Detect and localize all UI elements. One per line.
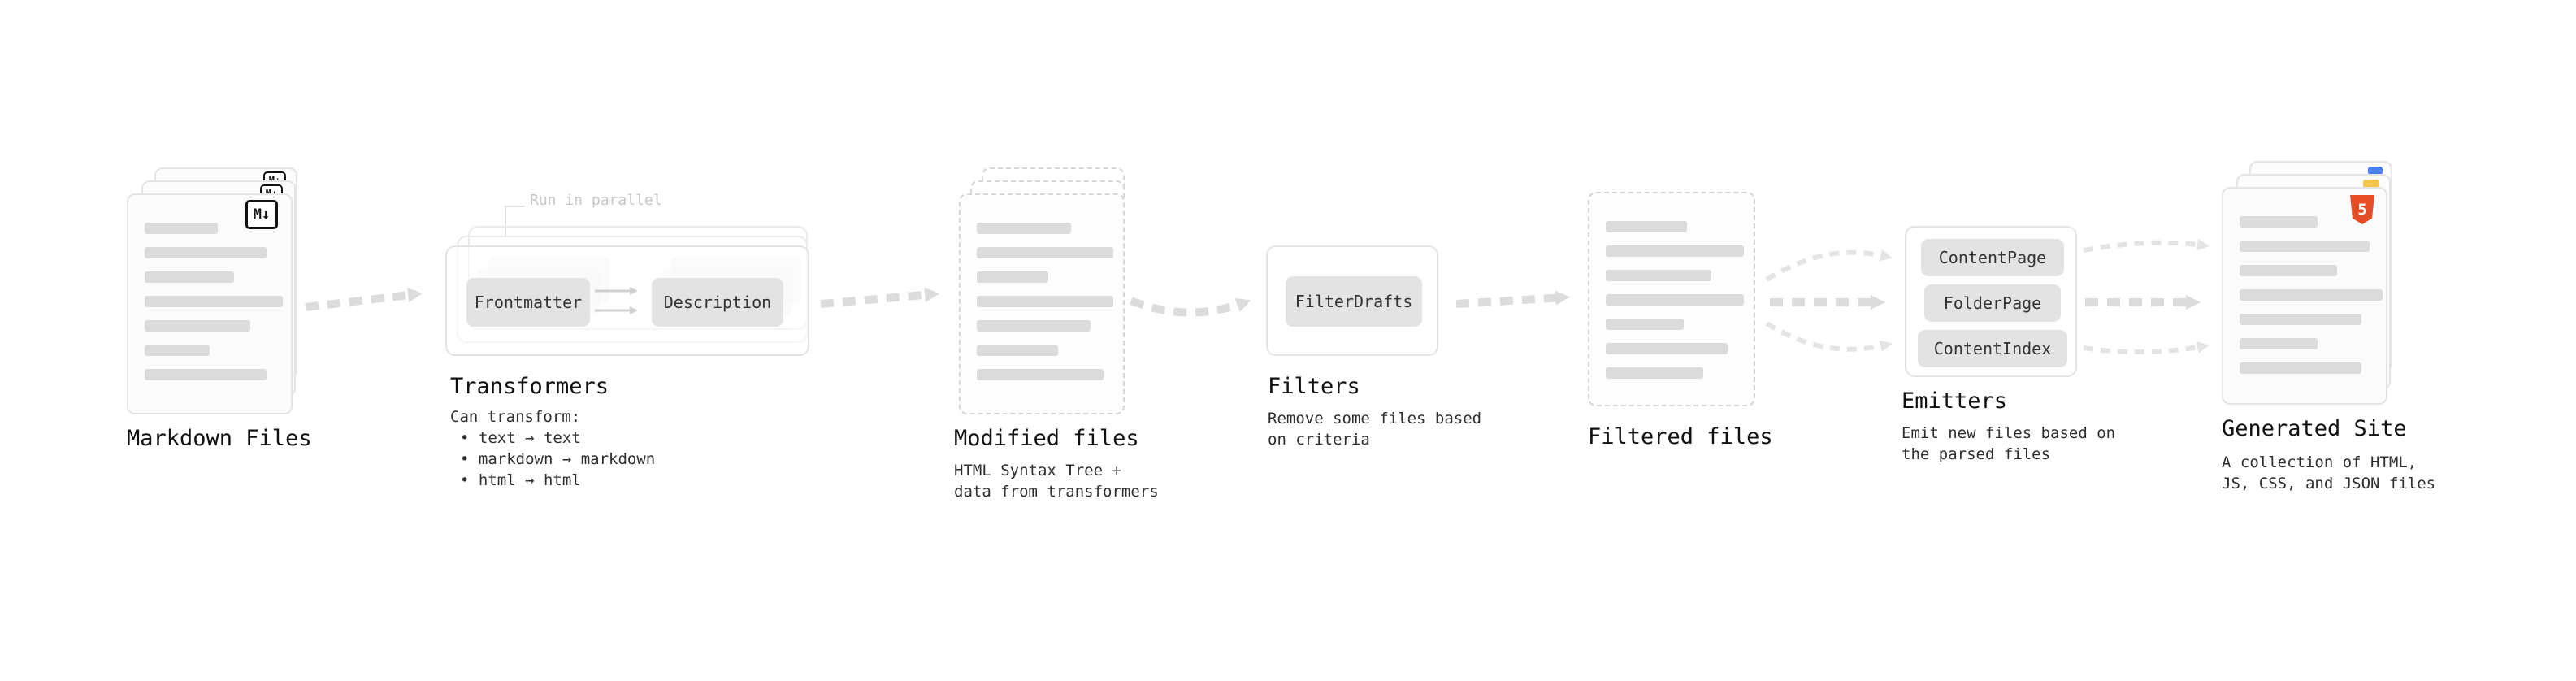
- transformers-description: Can transform: • text → text • markdown …: [450, 406, 655, 491]
- document-content-lines: [145, 223, 283, 380]
- filter-drafts-chip: FilterDrafts: [1286, 276, 1422, 327]
- desc-line: • markdown → markdown: [460, 450, 656, 468]
- desc-line: Remove some files based: [1268, 410, 1482, 427]
- desc-line: JS, CSS, and JSON files: [2222, 475, 2436, 492]
- filters-panel: FilterDrafts: [1266, 245, 1438, 356]
- content-index-chip: ContentIndex: [1918, 330, 2067, 367]
- node-title-modified-files: Modified files: [954, 426, 1139, 451]
- transformer-frontmatter-chip: Frontmatter: [466, 278, 590, 327]
- arrow-filtered-to-emitters-bottom: [1765, 321, 1893, 353]
- emitters-panel: ContentPage FolderPage ContentIndex: [1905, 226, 2077, 377]
- generated-site-description: A collection of HTML, JS, CSS, and JSON …: [2222, 452, 2435, 494]
- document-content-lines: [2240, 216, 2383, 374]
- desc-line: HTML Syntax Tree +: [954, 462, 1121, 479]
- desc-line: • text → text: [460, 429, 581, 447]
- arrow-markdown-to-transformers: [305, 288, 423, 311]
- generated-site-card: 5: [2222, 187, 2387, 405]
- markdown-icon: M↓: [245, 200, 278, 229]
- desc-line: A collection of HTML,: [2222, 453, 2418, 471]
- node-title-emitters: Emitters: [1902, 388, 2008, 414]
- desc-line: Can transform:: [450, 408, 581, 426]
- markdown-file-card: M↓: [127, 193, 293, 414]
- arrow-emitters-to-site-top: [2083, 238, 2210, 253]
- document-content-lines: [977, 223, 1113, 380]
- desc-line: on criteria: [1268, 431, 1370, 449]
- arrow-emitters-to-site-bottom: [2083, 341, 2210, 355]
- folder-page-chip: FolderPage: [1924, 284, 2061, 322]
- js-file-icon: [2363, 180, 2379, 188]
- desc-line: • html → html: [460, 471, 581, 489]
- css-file-icon: [2368, 167, 2383, 175]
- filtered-file-card: [1588, 192, 1755, 406]
- modified-files-description: HTML Syntax Tree + data from transformer…: [954, 460, 1159, 502]
- node-title-markdown-files: Markdown Files: [127, 426, 312, 451]
- arrow-filtered-to-emitters-top: [1765, 249, 1893, 282]
- document-content-lines: [1606, 221, 1744, 379]
- arrow-transformers-to-modified: [820, 287, 939, 308]
- transformer-description-chip: Description: [652, 278, 783, 327]
- transformer-panel: Frontmatter Description: [445, 245, 809, 356]
- run-in-parallel-label: Run in parallel: [530, 192, 662, 209]
- node-title-generated-site: Generated Site: [2222, 416, 2407, 441]
- filters-description: Remove some files based on criteria: [1268, 408, 1481, 450]
- desc-line: Emit new files based on: [1902, 424, 2116, 442]
- arrow-filters-to-filtered: [1455, 290, 1570, 308]
- desc-line: data from transformers: [954, 483, 1159, 501]
- modified-file-card: [959, 193, 1125, 414]
- node-title-transformers: Transformers: [450, 374, 609, 399]
- node-title-filtered-files: Filtered files: [1588, 424, 1773, 449]
- emitters-description: Emit new files based on the parsed files: [1902, 423, 2115, 465]
- content-page-chip: ContentPage: [1921, 239, 2064, 276]
- desc-line: the parsed files: [1902, 445, 2051, 463]
- node-title-filters: Filters: [1268, 374, 1360, 399]
- arrow-modified-to-filters: [1130, 297, 1251, 317]
- transform-flow-arrows: [595, 287, 638, 314]
